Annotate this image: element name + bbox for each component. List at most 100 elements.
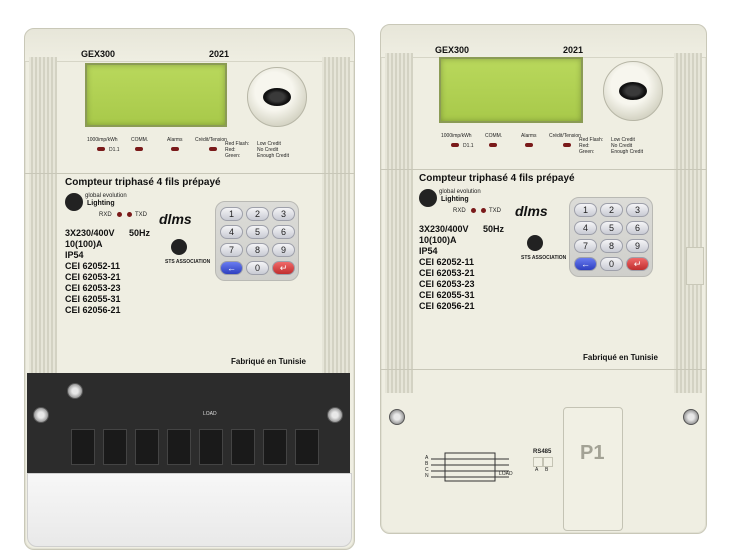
indicator-sub-label: D1.1 — [109, 147, 120, 153]
key-1[interactable]: 1 — [220, 207, 243, 221]
key-0[interactable]: 0 — [600, 257, 623, 271]
meter-title: Compteur triphasé 4 fils prépayé — [65, 177, 221, 188]
key-8[interactable]: 8 — [600, 239, 623, 253]
key-6[interactable]: 6 — [272, 225, 295, 239]
phase-label: N — [425, 473, 429, 479]
terminal-block — [71, 429, 95, 465]
screw-icon — [683, 409, 699, 425]
meter-left: GEX300 2021 1000imp/kWh COMM. Alarms Cré… — [24, 28, 355, 550]
key-3[interactable]: 3 — [272, 207, 295, 221]
key-2[interactable]: 2 — [600, 203, 623, 217]
rxd-led — [471, 208, 476, 213]
terminal-cover — [27, 473, 352, 547]
key-4[interactable]: 4 — [574, 221, 597, 235]
legend-meaning: No Credit — [611, 143, 633, 149]
brand-line2: Lighting — [87, 200, 115, 207]
spec-standard: CEI 62053-23 — [65, 283, 121, 293]
screw-icon — [389, 409, 405, 425]
phase-label: B — [425, 461, 429, 467]
spec-standard: CEI 62056-21 — [65, 305, 121, 315]
dlms-logo: dlms — [515, 203, 548, 219]
indicator-label: 1000imp/kWh — [87, 137, 118, 143]
key-back[interactable]: ← — [220, 261, 243, 275]
spec-standard: CEI 62055-31 — [65, 294, 121, 304]
indicator-label: Crédit/Tension — [195, 137, 227, 143]
key-9[interactable]: 9 — [626, 239, 649, 253]
key-7[interactable]: 7 — [574, 239, 597, 253]
keypad: 1 2 3 4 5 6 7 8 9 ← 0 ↵ — [215, 201, 299, 281]
spec-standard: CEI 62052-11 — [419, 257, 475, 267]
spec-standard: CEI 62056-21 — [419, 301, 475, 311]
screw-icon — [33, 407, 49, 423]
side-clip — [686, 247, 704, 285]
indicator-label: 1000imp/kWh — [441, 133, 472, 139]
indicator-label: COMM. — [131, 137, 149, 143]
seal-label: P1 — [580, 442, 605, 464]
legend-state: Red: — [225, 147, 236, 153]
rs485-port — [543, 457, 553, 467]
key-enter[interactable]: ↵ — [272, 261, 295, 275]
comm-led — [135, 147, 143, 151]
load-label: LOAD — [499, 471, 513, 477]
side-ribs-left — [29, 57, 57, 397]
brand-logo-icon — [65, 193, 83, 211]
alarm-led — [171, 147, 179, 151]
spec-standard: CEI 62053-21 — [65, 272, 121, 282]
spec-frequency: 50Hz — [129, 228, 151, 238]
key-0[interactable]: 0 — [246, 261, 269, 275]
legend-state: Green: — [579, 149, 595, 155]
top-cap — [25, 29, 354, 62]
side-ribs-left — [385, 53, 413, 393]
rs485-pin-label: B — [545, 467, 549, 473]
terminal-block — [199, 429, 223, 465]
optical-port — [603, 61, 663, 121]
seal-cover: P1 — [563, 407, 623, 531]
key-9[interactable]: 9 — [272, 243, 295, 257]
key-back[interactable]: ← — [574, 257, 597, 271]
alarm-led — [525, 143, 533, 147]
key-enter[interactable]: ↵ — [626, 257, 649, 271]
terminal-block — [103, 429, 127, 465]
spec-current: 10(100)A — [65, 239, 103, 249]
key-5[interactable]: 5 — [246, 225, 269, 239]
terminal-block — [231, 429, 255, 465]
comm-led — [489, 143, 497, 147]
key-5[interactable]: 5 — [600, 221, 623, 235]
legend-meaning: Enough Credit — [611, 149, 643, 155]
terminal-block — [167, 429, 191, 465]
model-label: GEX300 — [435, 45, 470, 55]
indicator-label: Alarms — [167, 137, 183, 143]
rs485-label: RS485 — [533, 449, 552, 455]
rxd-label: RXD — [453, 208, 466, 214]
key-2[interactable]: 2 — [246, 207, 269, 221]
year-label: 2021 — [563, 45, 584, 55]
key-7[interactable]: 7 — [220, 243, 243, 257]
optical-port-lens — [619, 82, 647, 100]
optical-port-lens — [263, 88, 291, 106]
sts-logo-icon — [527, 235, 543, 251]
model-label: GEX300 — [81, 49, 116, 59]
pulse-led — [97, 147, 105, 151]
sts-logo-icon — [171, 239, 187, 255]
dlms-logo: dlms — [159, 211, 192, 227]
legend-meaning: Low Credit — [611, 137, 635, 143]
key-1[interactable]: 1 — [574, 203, 597, 217]
made-in-label: Fabriqué en Tunisie — [231, 357, 306, 366]
legend-state: Red Flash: — [579, 137, 604, 143]
key-4[interactable]: 4 — [220, 225, 243, 239]
terminal-block — [295, 429, 319, 465]
side-ribs-right — [322, 57, 350, 397]
spec-standard: CEI 62053-23 — [419, 279, 475, 289]
key-8[interactable]: 8 — [246, 243, 269, 257]
legend-state: Red: — [579, 143, 590, 149]
legend-state: Red Flash: — [225, 141, 250, 147]
made-in-label: Fabriqué en Tunisie — [583, 353, 658, 362]
spec-frequency: 50Hz — [483, 224, 505, 234]
key-3[interactable]: 3 — [626, 203, 649, 217]
pulse-led — [451, 143, 459, 147]
brand-line1: global evolution — [85, 193, 127, 199]
spec-current: 10(100)A — [419, 235, 457, 245]
credit-led — [209, 147, 217, 151]
key-6[interactable]: 6 — [626, 221, 649, 235]
spec-standard: CEI 62055-31 — [419, 290, 475, 300]
